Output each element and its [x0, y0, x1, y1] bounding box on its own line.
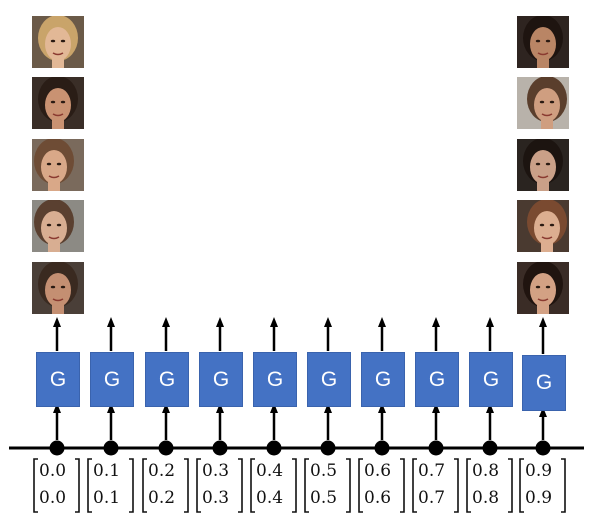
- vector-top-value: 0.4: [256, 461, 284, 481]
- face-woman-side: [32, 200, 84, 252]
- vector-bottom-value: 0.5: [310, 488, 338, 508]
- generator-box: G: [199, 352, 243, 407]
- vector-brackets: [142, 458, 189, 513]
- vector-top-value: 0.5: [310, 461, 338, 481]
- latent-point-dot: [103, 440, 119, 456]
- latent-point-dot: [49, 440, 65, 456]
- vector-top-value: 0.7: [418, 461, 446, 481]
- vector-brackets: [519, 458, 566, 513]
- latent-point-dot: [320, 440, 336, 456]
- latent-point-dot: [158, 440, 174, 456]
- latent-point-dot: [266, 440, 282, 456]
- generator-box: G: [307, 352, 351, 407]
- vector-brackets: [466, 458, 513, 513]
- generator-box: G: [253, 352, 297, 407]
- face-woman-smiling: [517, 16, 569, 68]
- vector-bottom-value: 0.9: [525, 488, 553, 508]
- vector-brackets: [250, 458, 297, 513]
- vector-bottom-value: 0.8: [472, 488, 500, 508]
- generator-box: G: [36, 352, 80, 407]
- vector-bottom-value: 0.2: [148, 488, 176, 508]
- generator-box: G: [415, 352, 459, 407]
- face-woman-dark-hair-smiling: [517, 262, 569, 314]
- latent-point-dot: [374, 440, 390, 456]
- face-man-dark-hair: [32, 77, 84, 129]
- vector-brackets: [196, 458, 243, 513]
- latent-point-dot: [212, 440, 228, 456]
- vector-bottom-value: 0.4: [256, 488, 284, 508]
- vector-top-value: 0.6: [364, 461, 392, 481]
- vector-brackets: [87, 458, 134, 513]
- vector-top-value: 0.0: [39, 461, 67, 481]
- vector-bottom-value: 0.0: [39, 488, 67, 508]
- vector-brackets: [304, 458, 351, 513]
- face-woman-auburn: [517, 200, 569, 252]
- vector-top-value: 0.1: [93, 461, 121, 481]
- latent-point-dot: [482, 440, 498, 456]
- vector-bottom-value: 0.1: [93, 488, 121, 508]
- generator-box: G: [361, 352, 405, 407]
- face-man-front: [517, 139, 569, 191]
- vector-bottom-value: 0.3: [202, 488, 230, 508]
- vector-top-value: 0.3: [202, 461, 230, 481]
- latent-point-dot: [535, 440, 551, 456]
- generator-box: G: [90, 352, 134, 407]
- vector-brackets: [33, 458, 80, 513]
- generator-box: G: [469, 352, 513, 407]
- vector-bottom-value: 0.7: [418, 488, 446, 508]
- vector-brackets: [412, 458, 459, 513]
- face-woman-profile: [32, 139, 84, 191]
- generator-box: G: [522, 355, 566, 411]
- vector-brackets: [358, 458, 405, 513]
- face-woman-blonde: [32, 16, 84, 68]
- face-man-side: [517, 77, 569, 129]
- generator-box: G: [145, 352, 189, 407]
- vector-top-value: 0.8: [472, 461, 500, 481]
- vector-bottom-value: 0.6: [364, 488, 392, 508]
- vector-top-value: 0.9: [525, 461, 553, 481]
- vector-top-value: 0.2: [148, 461, 176, 481]
- latent-point-dot: [428, 440, 444, 456]
- face-man-suit: [32, 262, 84, 314]
